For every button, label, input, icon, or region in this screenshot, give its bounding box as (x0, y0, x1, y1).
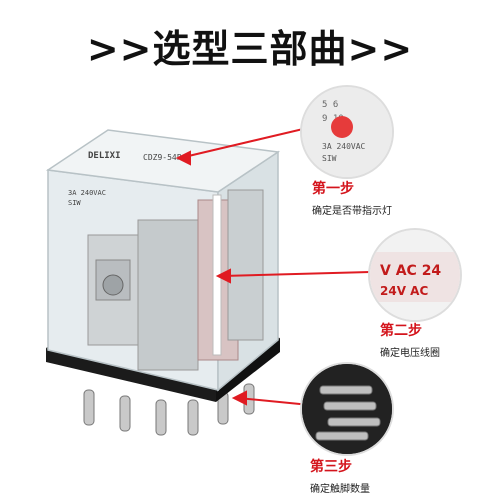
svg-text:SIW: SIW (322, 154, 337, 163)
svg-text:V AC 24: V AC 24 (380, 263, 441, 279)
svg-text:9 10: 9 10 (322, 114, 344, 124)
svg-text:5 6: 5 6 (322, 100, 338, 110)
step-2: 第二步 确定电压线圈 (380, 320, 440, 359)
brand-text: DELIXI (88, 151, 121, 161)
zoom-circle-pins (300, 362, 394, 456)
svg-text:24V AC: 24V AC (380, 284, 428, 298)
zoom-circle-indicator: 5 6 9 10 3A 240VAC SIW (300, 85, 394, 179)
step-1: 第一步 确定是否带指示灯 (312, 178, 392, 217)
step-3-desc: 确定触脚数量 (310, 484, 370, 495)
model-text: CDZ9-54P (143, 153, 182, 162)
page-title: >>选型三部曲>> (86, 27, 414, 71)
step-2-label: 第二步 (380, 323, 422, 339)
step-1-desc: 确定是否带指示灯 (312, 206, 392, 217)
code-text: SIW (68, 199, 81, 207)
zoom-circle-coil: V AC 24 24V AC (368, 228, 462, 322)
step-3: 第三步 确定触脚数量 (310, 456, 370, 495)
spec-text: 3A 240VAC (68, 189, 106, 197)
relay-pins (83, 383, 255, 436)
relay-top-label: DELIXI CDZ9-54P 3A 240VAC SIW (68, 151, 182, 207)
step-3-label: 第三步 (310, 459, 352, 475)
zoom-1-text: 3A 240VAC (322, 142, 366, 151)
step-1-label: 第一步 (312, 181, 354, 197)
step-2-desc: 确定电压线圈 (380, 348, 440, 359)
relay-product-image: DELIXI CDZ9-54P 3A 240VAC SIW (45, 129, 281, 436)
